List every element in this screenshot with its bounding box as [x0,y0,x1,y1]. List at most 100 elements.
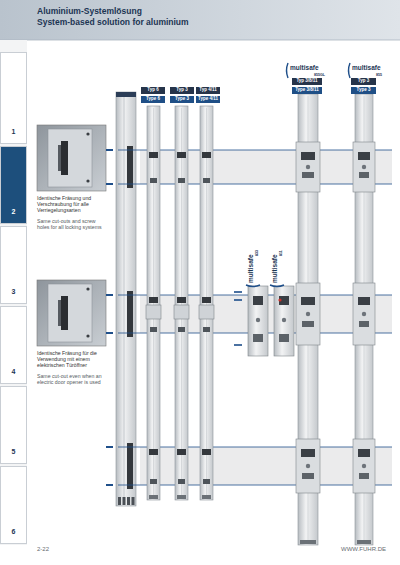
header-band [0,0,400,40]
type-label: Type 3 [175,97,189,102]
header-rule [0,40,400,41]
cut-out [61,141,68,175]
cylinder-hole [306,312,310,316]
type-badge: Typ 3/8/11 [292,78,322,85]
lock-latch [302,321,314,327]
line-marker [106,183,113,185]
type-badge: Type 4/11 [196,96,220,103]
profile-edge [124,97,125,500]
locking-point [177,297,186,303]
lock-bolt [358,449,370,457]
model-number: 855 [376,73,382,77]
type-badge: Typ 3 [170,87,194,94]
brand-name: multisafe [290,64,319,71]
locking-point [178,327,185,332]
tab-number: 1 [12,128,16,135]
line-marker [106,446,113,448]
logo-bracket [287,63,289,78]
model-number: 833 [255,250,259,256]
profile-end [123,497,126,505]
type-badge: Type 3 [170,96,194,103]
type-badge: Type 6 [141,96,165,103]
type-badge: Typ 4/11 [196,87,220,94]
cylinder-hole [362,312,366,316]
type-label: Type 4/11 [198,97,218,102]
brand-name: multisafe [271,254,278,283]
tab-number: 3 [12,288,16,295]
locking-point [202,297,211,303]
tab-column [0,40,27,545]
type-label: Type 3 [357,88,371,93]
cut-out-edge [58,300,61,326]
locking-point [149,297,158,303]
lock-latch [359,321,369,327]
gear-box [146,305,161,319]
screw-hole [86,287,89,290]
brand-name: multisafe [352,64,381,71]
locking-point [203,178,210,183]
profile-slot [127,146,133,188]
frame-profile [116,92,136,506]
profile-slot [127,443,133,489]
locking-point [150,479,157,484]
type-label: Type 6 [146,97,160,102]
detail-photo [37,125,106,191]
rail-end [357,540,371,544]
lock-case [353,142,375,192]
type-label: Typ 3 [176,88,187,93]
type-badge: Type 3/8/11 [292,87,322,94]
chapter-tab: 6 [0,466,27,544]
lock-bolt [301,449,315,457]
cut-out [61,296,68,330]
locking-point [202,152,211,158]
type-label: Typ 6 [147,88,158,93]
profile-end [132,497,135,505]
chapter-tab: 1 [0,52,27,144]
lock-latch [302,473,314,479]
screw-hole [86,334,89,337]
note-text: Same cut-out even when an electric door … [37,374,107,386]
cylinder-hole [306,464,310,468]
gear-box [199,305,214,319]
line-marker [106,149,113,151]
gear-box [174,305,189,319]
lock-bolt [301,297,315,305]
website: WWW.FUHR.DE [341,546,386,553]
lock-bolt [358,152,370,160]
lock-latch [253,334,263,342]
rail-end [300,540,316,544]
type-label: Typ 4/11 [199,88,216,93]
line-marker [234,291,242,293]
logo-bracket [270,285,284,287]
chapter-tab: 3 [0,226,27,304]
line-marker [106,484,113,486]
lock-bolt [253,296,263,305]
lock-bolt [358,297,370,305]
model-number: 855GL [314,73,325,77]
note-text: Same cut-outs and screw holes for all lo… [37,219,107,231]
locking-point [150,178,157,183]
cylinder-hole [306,165,310,169]
locking-point [178,178,185,183]
screw-hole [86,132,89,135]
lock-case [296,283,320,345]
note-text: Identische Fräsung und Verschraubung für… [37,196,107,214]
locking-point [177,449,186,455]
cylinder-hole [362,165,366,169]
lock-latch [279,334,289,342]
lock-bolt [279,296,289,305]
page-subtitle: System-based solution for aluminium [37,18,189,28]
profile-slot [127,291,133,337]
locking-point [177,152,186,158]
logo-bracket [349,63,351,78]
lock-latch [359,172,369,178]
locking-point [150,327,157,332]
profile-photo [48,129,92,187]
lock-case [296,142,320,192]
line-marker [234,344,242,346]
cut-out-edge [58,145,61,171]
locking-point [202,449,211,455]
chapter-tab: 2 [0,146,27,224]
profile-end [118,497,121,505]
